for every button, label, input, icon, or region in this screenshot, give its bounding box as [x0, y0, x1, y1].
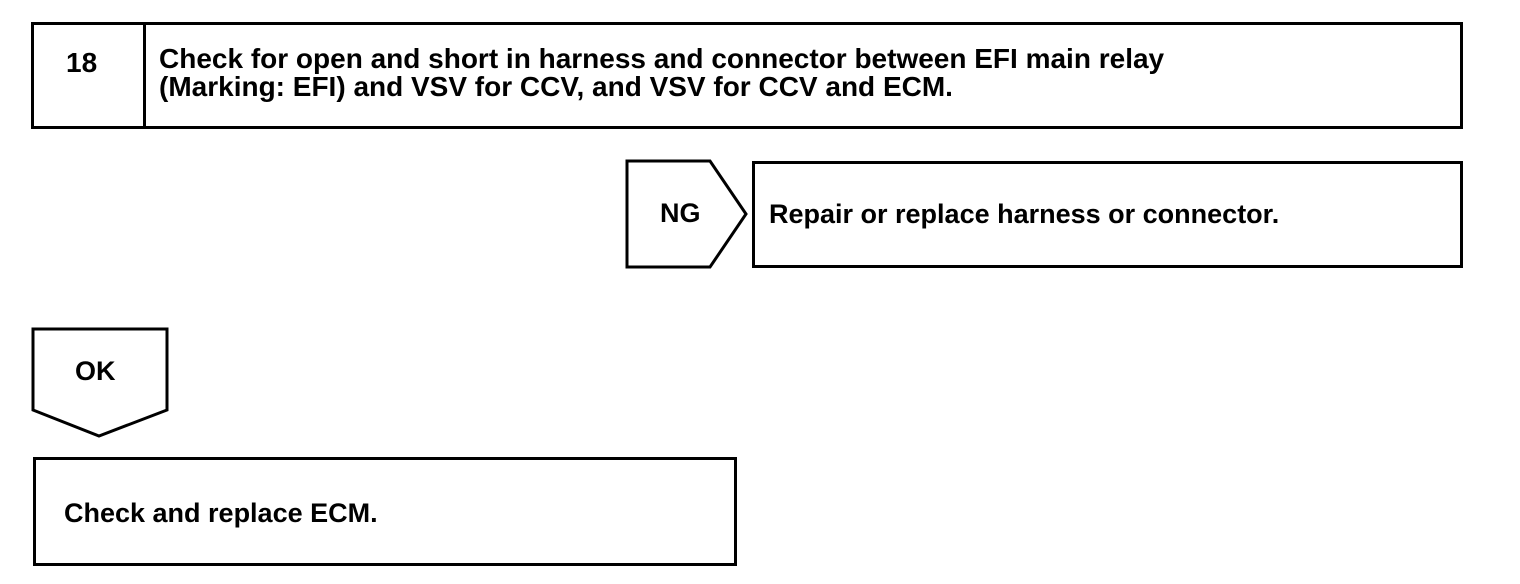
- ok-arrow-label: OK: [75, 356, 116, 386]
- ok-result-text: Check and replace ECM.: [64, 498, 378, 528]
- ng-result-box: Repair or replace harness or connector.: [752, 161, 1463, 268]
- step-title-line-2: (Marking: EFI) and VSV for CCV, and VSV …: [159, 71, 953, 102]
- step-box: 18 Check for open and short in harness a…: [31, 22, 1463, 129]
- step-title-line-1: Check for open and short in harness and …: [159, 43, 1165, 74]
- ng-arrow-label: NG: [660, 198, 701, 228]
- step-number-cell: 18: [34, 25, 146, 126]
- ng-result-text: Repair or replace harness or connector.: [769, 199, 1280, 229]
- step-title: Check for open and short in harness and …: [159, 45, 1449, 101]
- step-number: 18: [66, 47, 98, 78]
- ok-result-box: Check and replace ECM.: [33, 457, 737, 566]
